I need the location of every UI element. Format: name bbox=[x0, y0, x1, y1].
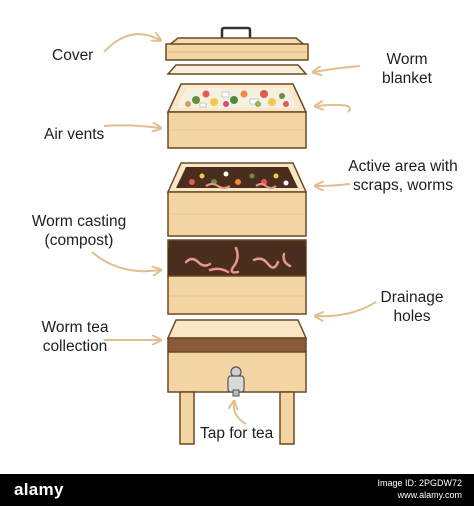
image-id: Image ID: 2PGDW72 bbox=[377, 478, 462, 488]
arrows bbox=[91, 34, 377, 425]
food-scraps bbox=[185, 90, 289, 108]
footer-meta: Image ID: 2PGDW72 www.alamy.com bbox=[377, 477, 462, 501]
label-drainage-holes: Drainage holes bbox=[370, 288, 454, 326]
leg-left bbox=[179, 391, 195, 445]
label-air-vents: Air vents bbox=[44, 126, 105, 143]
label-worm-blanket-line2: blanket bbox=[382, 70, 432, 87]
arrow-drainage bbox=[316, 301, 377, 316]
label-worm-casting-line2: (compost) bbox=[44, 232, 114, 249]
worms bbox=[184, 246, 292, 274]
label-worm-casting-line1: Worm casting bbox=[31, 213, 127, 230]
arrow-active-area bbox=[316, 184, 351, 186]
label-worm-blanket-line1: Worm bbox=[386, 51, 428, 68]
arrow-air-vents bbox=[103, 125, 160, 128]
label-tap-for-tea: Tap for tea bbox=[200, 425, 274, 442]
site-url: www.alamy.com bbox=[397, 490, 462, 500]
label-active-area-line2: scraps, worms bbox=[353, 177, 453, 194]
label-worm-tea-collection: Worm tea collection bbox=[30, 318, 120, 356]
label-worm-tea-line2: collection bbox=[42, 338, 108, 355]
tray-top bbox=[166, 83, 308, 149]
tap-icon bbox=[227, 366, 245, 397]
watermark-footer: alamy Image ID: 2PGDW72 www.alamy.com bbox=[0, 474, 474, 506]
lid-handle bbox=[220, 26, 252, 38]
arrow-tap bbox=[234, 402, 247, 425]
label-drainage-line2: holes bbox=[393, 308, 431, 325]
label-worm-tea-line1: Worm tea bbox=[41, 319, 109, 336]
arrow-air-vents-right bbox=[316, 105, 351, 113]
label-active-area: Active area with scraps, worms bbox=[342, 157, 464, 195]
label-drainage-line1: Drainage bbox=[380, 289, 444, 306]
tray-active bbox=[166, 162, 308, 237]
arrow-cover bbox=[103, 34, 160, 53]
label-active-area-line1: Active area with bbox=[348, 158, 458, 175]
worm-farm-diagram: Cover Worm blanket Air vents Active area… bbox=[20, 26, 464, 445]
arrow-worm-blanket bbox=[314, 65, 361, 72]
label-worm-casting: Worm casting (compost) bbox=[20, 212, 138, 250]
alamy-logo: alamy bbox=[14, 480, 64, 499]
active-scraps bbox=[189, 171, 289, 189]
leg-right bbox=[279, 391, 295, 445]
label-worm-blanket: Worm blanket bbox=[372, 50, 442, 88]
label-cover: Cover bbox=[52, 47, 94, 64]
arrow-worm-casting bbox=[91, 251, 160, 271]
worm-blanket-sheet bbox=[166, 64, 308, 75]
cover-lid bbox=[165, 26, 309, 61]
